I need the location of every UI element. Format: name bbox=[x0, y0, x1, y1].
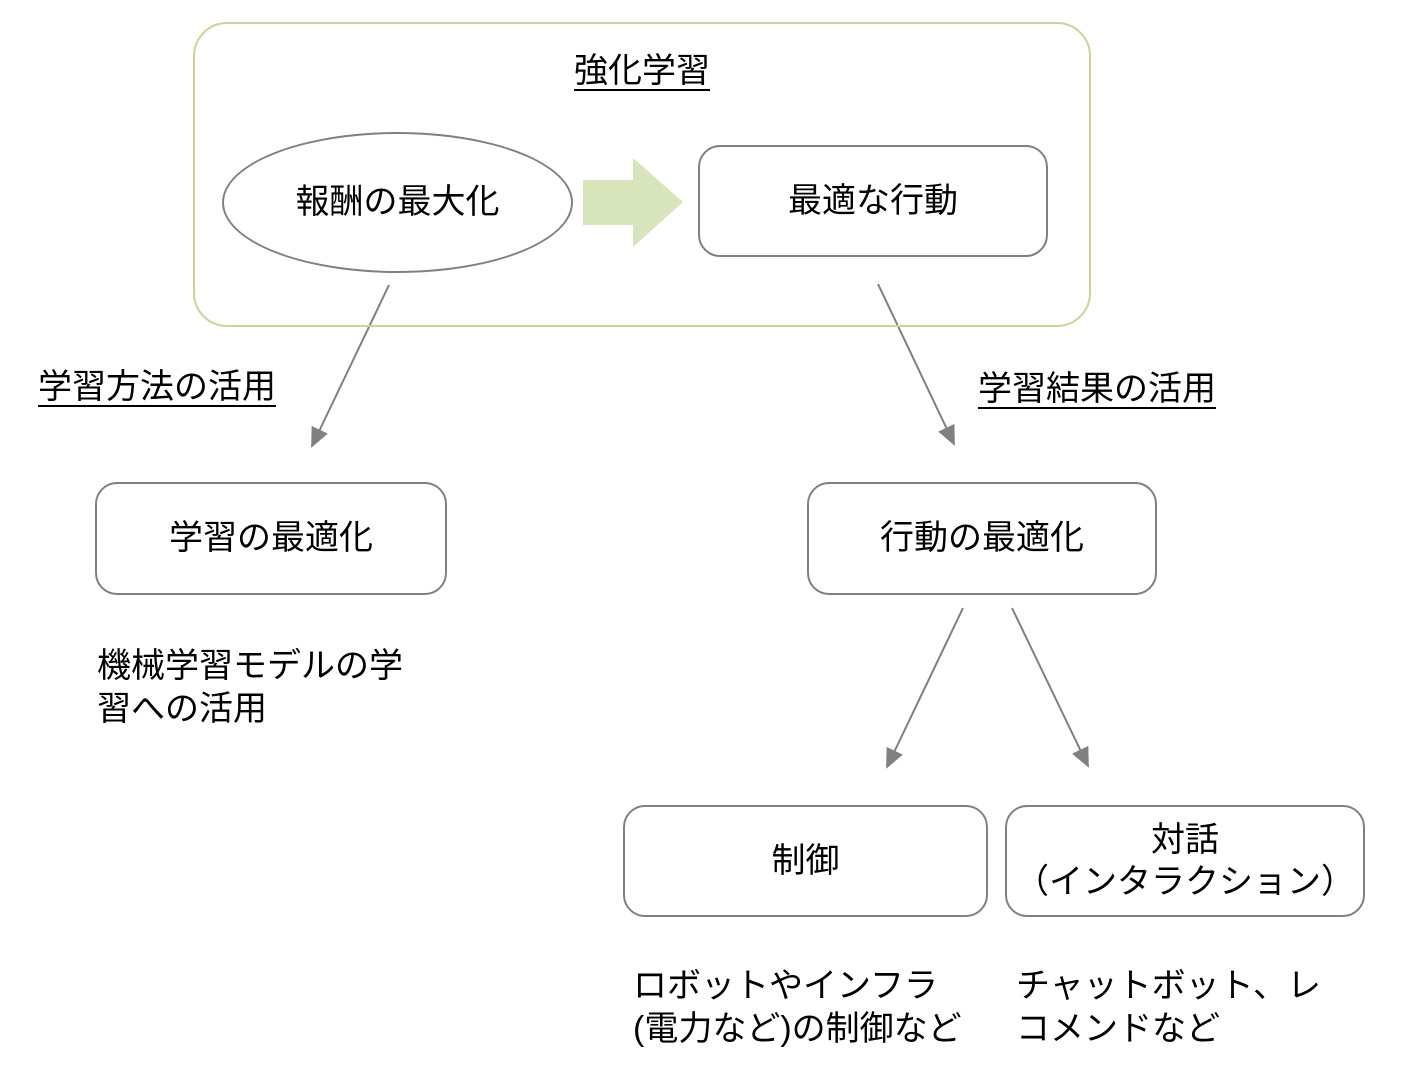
caption-dialogue-examples: チャットボット、レ コメンドなど bbox=[1016, 965, 1401, 1051]
node-learning-optimization: 学習の最適化 bbox=[95, 482, 447, 595]
node-dialogue-line2: （インタラクション） bbox=[1015, 863, 1355, 901]
frame-title-text: 強化学習 bbox=[574, 52, 710, 90]
caption-control-line2: (電力など)の制御など bbox=[633, 1010, 962, 1048]
caption-dialogue-line2: コメンドなど bbox=[1016, 1010, 1220, 1048]
caption-learning-usage: 機械学習モデルの学 習への活用 bbox=[97, 645, 517, 731]
node-dialogue-label: 対話 （インタラクション） bbox=[1015, 819, 1355, 903]
frame-title: 強化学習 bbox=[193, 50, 1091, 93]
caption-control-examples: ロボットやインフラ (電力など)の制御など bbox=[633, 965, 1033, 1051]
caption-learning-line2: 習への活用 bbox=[97, 690, 267, 728]
edge-label-learning-result: 学習結果の活用 bbox=[978, 370, 1216, 408]
node-control-label: 制御 bbox=[771, 841, 840, 880]
node-dialogue-line1: 対話 bbox=[1151, 820, 1219, 859]
node-control: 制御 bbox=[623, 805, 988, 917]
node-optimal-action: 最適な行動 bbox=[698, 145, 1048, 257]
caption-dialogue-line1: チャットボット、レ bbox=[1016, 967, 1321, 1005]
edge-label-learning-method: 学習方法の活用 bbox=[38, 368, 276, 406]
connector-behavior-to-dialogue bbox=[1011, 607, 1089, 768]
node-optimal-action-label: 最適な行動 bbox=[788, 181, 958, 220]
node-learning-optimization-label: 学習の最適化 bbox=[169, 519, 373, 558]
caption-control-line1: ロボットやインフラ bbox=[633, 967, 938, 1005]
node-reward-label: 報酬の最大化 bbox=[295, 183, 500, 222]
reinforcement-learning-frame bbox=[193, 22, 1091, 327]
node-behavior-optimization-label: 行動の最適化 bbox=[880, 519, 1084, 558]
node-dialogue: 対話 （インタラクション） bbox=[1005, 805, 1365, 917]
node-behavior-optimization: 行動の最適化 bbox=[807, 482, 1157, 595]
connector-behavior-to-control bbox=[886, 607, 964, 769]
node-reward-maximization: 報酬の最大化 bbox=[222, 132, 573, 273]
caption-learning-line1: 機械学習モデルの学 bbox=[97, 647, 403, 685]
